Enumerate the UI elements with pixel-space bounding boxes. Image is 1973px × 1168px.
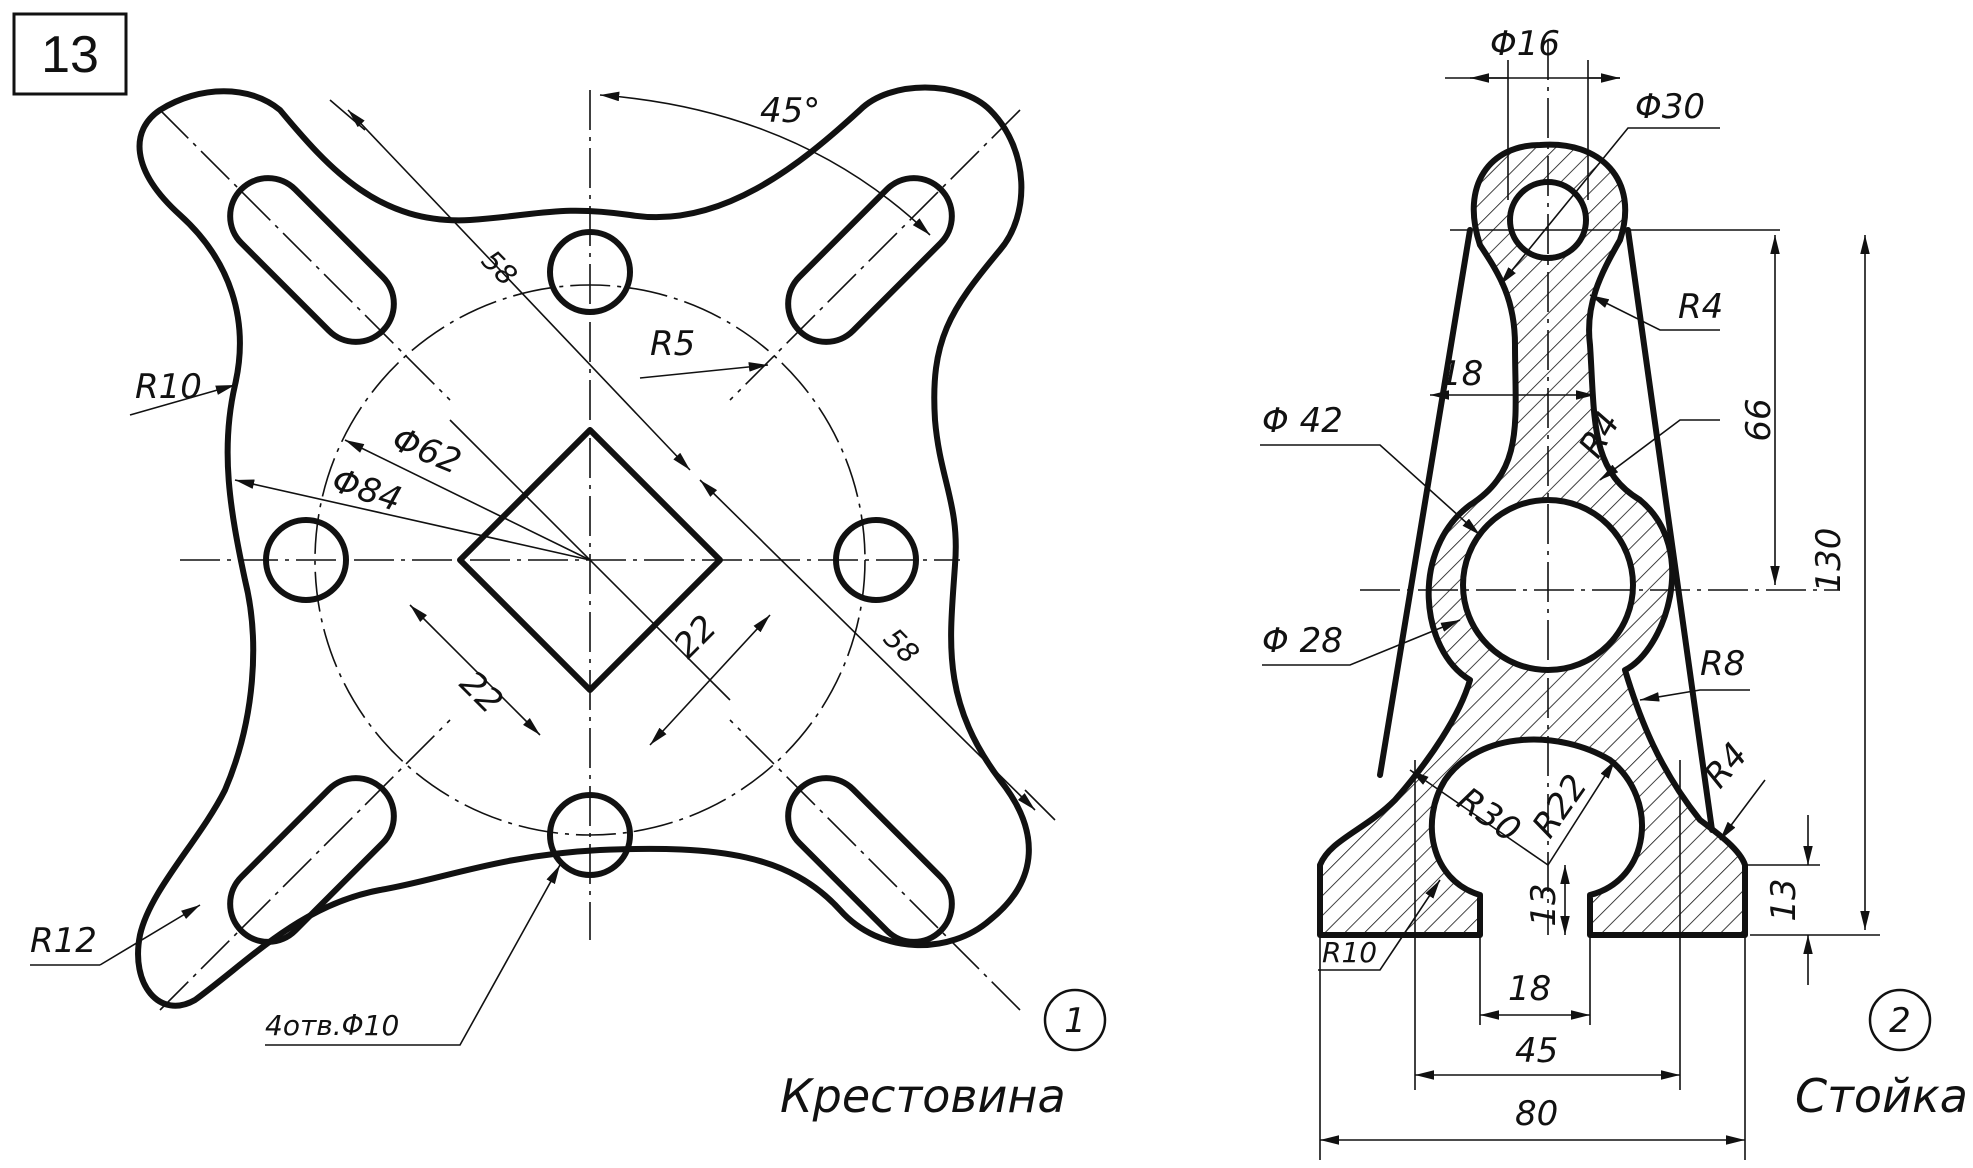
part1-dimensions: 45° 58 58 R5 R10 R12 Φ62 Φ84: [30, 91, 1056, 1046]
dim-w80: 80: [1515, 1094, 1558, 1134]
dim-r10: R10: [1322, 936, 1377, 969]
dim-h130: 130: [1809, 528, 1849, 593]
dim-r30: R30: [1450, 780, 1528, 851]
part2-stand: Φ16 Φ30 R4 18 Φ 42 R4 66 130: [1260, 24, 1968, 1160]
dim-r4-top: R4: [1678, 287, 1723, 327]
dim-w18: 18: [1440, 354, 1483, 394]
dim-22-right: 22: [666, 607, 725, 666]
sheet-number-box: 13: [12, 12, 128, 96]
part2-number: 2: [1889, 1001, 1911, 1041]
part1-cross: 45° 58 58 R5 R10 R12 Φ62 Φ84: [30, 84, 1107, 1123]
stand-rib: [1377, 227, 1715, 833]
slot-bottom-left: [159, 719, 451, 1011]
dim-h13-left: 13: [1524, 883, 1564, 926]
dim-d28: Φ 28: [1262, 621, 1343, 661]
dim-r10: R10: [135, 367, 202, 407]
dim-r8: R8: [1700, 644, 1745, 684]
dim-22-left: 22: [452, 663, 511, 722]
dim-angle-45: 45°: [760, 91, 820, 131]
part1-number: 1: [1064, 1001, 1086, 1041]
sheet-number: 13: [41, 26, 99, 84]
dim-h13-right: 13: [1764, 878, 1804, 921]
slot-top-left: [159, 109, 451, 401]
dim-w45: 45: [1515, 1031, 1558, 1071]
dim-r5: R5: [650, 324, 695, 364]
dim-d16: Φ16: [1490, 24, 1560, 64]
dim-w18-bottom: 18: [1508, 969, 1551, 1009]
part2-dimensions: Φ16 Φ30 R4 18 Φ 42 R4 66 130: [1260, 24, 1880, 1160]
dim-holes: 4отв.Φ10: [265, 1009, 399, 1042]
dim-r12: R12: [30, 921, 97, 961]
dim-58-right: 58: [877, 622, 926, 671]
dim-d42: Φ 42: [1262, 401, 1343, 441]
dim-d84: Φ84: [327, 461, 406, 521]
part1-name: Крестовина: [780, 1069, 1066, 1123]
part2-name: Стойка: [1795, 1069, 1968, 1123]
dim-d62: Φ62: [387, 419, 467, 482]
cross-outer-contour: [135, 84, 1032, 1009]
slot-top-right: [729, 109, 1021, 401]
dim-h66: 66: [1739, 398, 1779, 441]
dim-d30: Φ30: [1635, 87, 1705, 127]
